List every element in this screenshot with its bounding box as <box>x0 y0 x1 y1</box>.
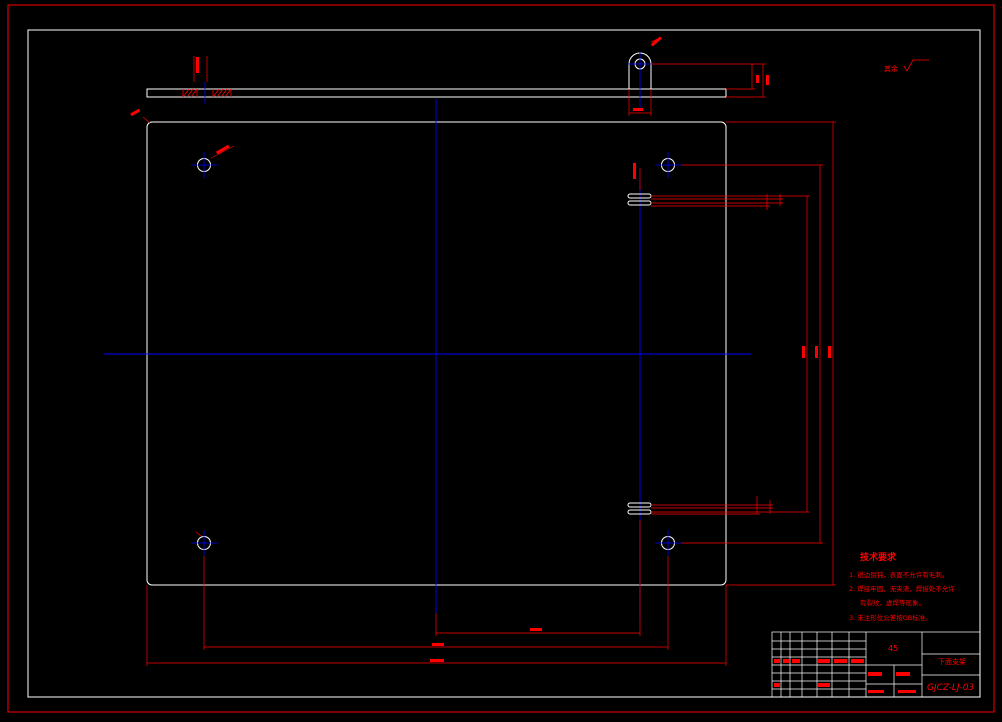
outer-frame <box>7 4 995 713</box>
roughness-note: 其余 <box>884 64 898 73</box>
drawing-title: 下面支架 <box>938 657 966 666</box>
lug <box>628 37 766 116</box>
title-block-fill-marks <box>774 659 916 693</box>
side-view-strip <box>146 56 727 104</box>
dimension-marks <box>130 36 831 662</box>
technical-requirements: 技术要求 1. 锐边倒钝，表面不允许有毛刺。 2. 焊接牢固，无夹渣，焊接处不允… <box>849 551 955 622</box>
dimension-lines <box>142 116 836 666</box>
centerlines <box>104 99 751 620</box>
note-1: 1. 锐边倒钝，表面不允许有毛刺。 <box>849 570 948 579</box>
hole-top-right <box>655 152 681 178</box>
inner-frame <box>27 29 981 698</box>
notes-title: 技术要求 <box>860 551 897 563</box>
note-4: 3. 未注形位公差按GB标准。 <box>849 613 932 622</box>
hole-top-left <box>191 152 217 178</box>
material-label: 45 <box>888 644 898 653</box>
mounting-holes <box>191 152 681 556</box>
title-block <box>771 631 981 698</box>
main-plate <box>146 121 727 586</box>
roughness-symbol: 其余 <box>884 59 929 73</box>
note-3: 有裂纹、虚焊等现象。 <box>860 598 925 607</box>
hole-bottom-left <box>191 530 217 556</box>
drawing-code: GJCZ-LJ-03 <box>927 683 975 693</box>
hole-bottom-right <box>655 530 681 556</box>
note-2: 2. 焊接牢固，无夹渣，焊接处不允许 <box>849 584 955 593</box>
